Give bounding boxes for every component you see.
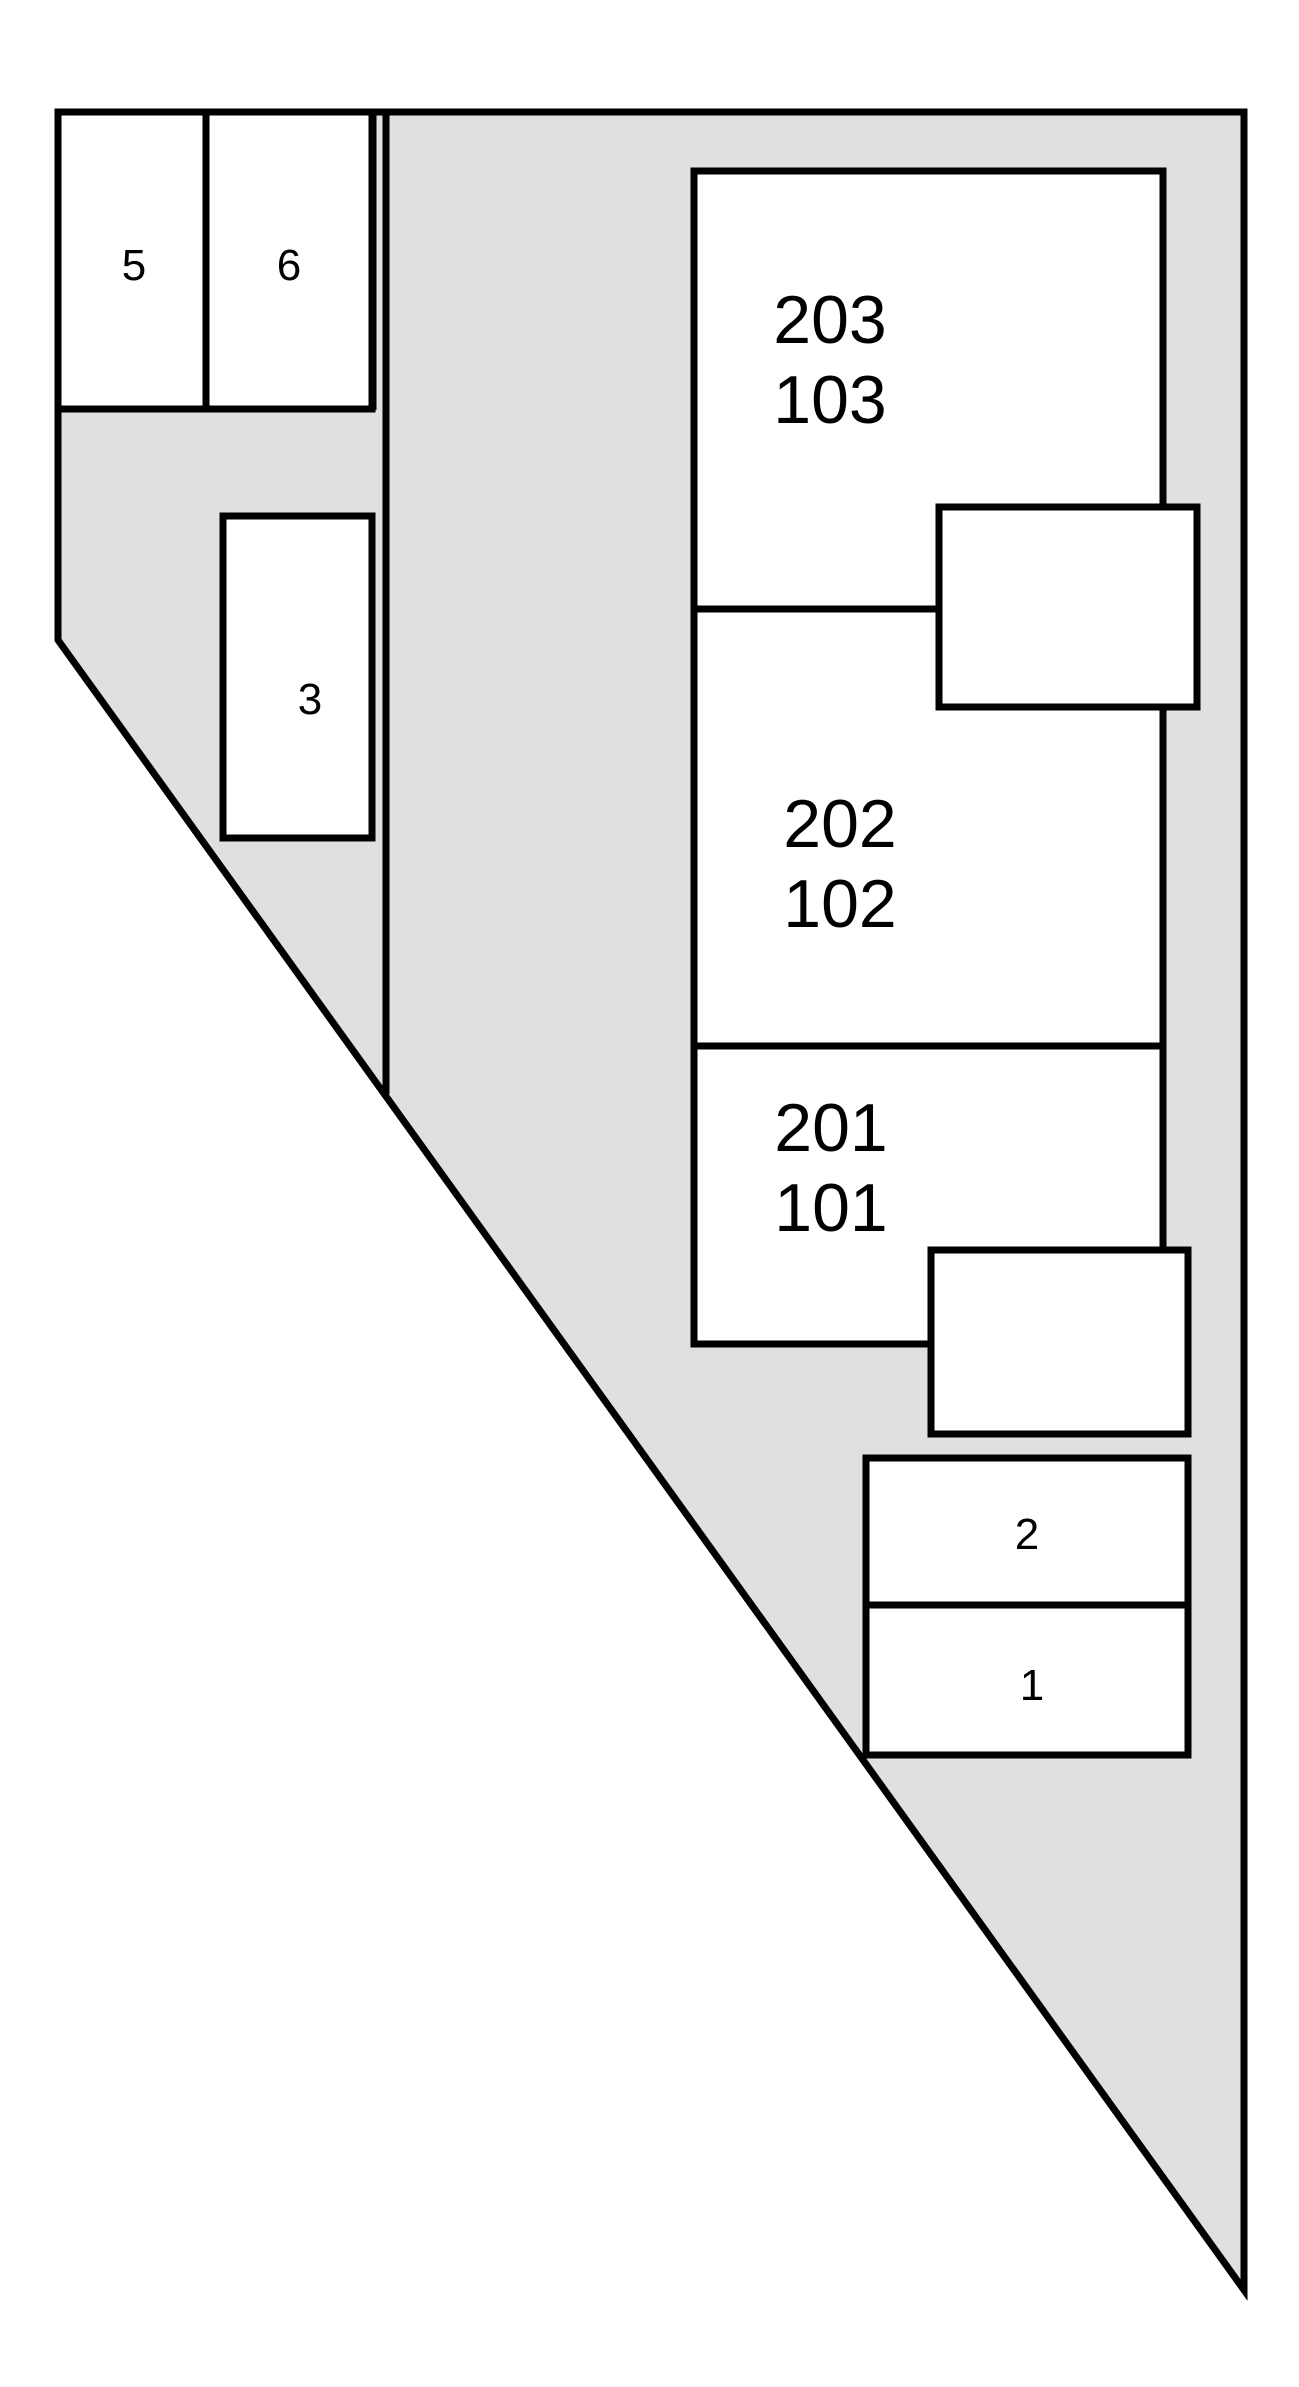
balcony-upper xyxy=(935,503,1201,711)
unit-101-label: 101 xyxy=(774,1170,887,1246)
parking-space-3 xyxy=(219,512,376,842)
parking-space-2-label: 2 xyxy=(1015,1510,1039,1559)
balcony-lower xyxy=(927,1246,1192,1438)
parking-space-6 xyxy=(202,108,376,413)
parking-space-1-label: 1 xyxy=(1020,1661,1044,1710)
parking-space-5-label: 5 xyxy=(122,241,146,290)
unit-103-label: 103 xyxy=(773,362,886,438)
parking-space-3-label: 3 xyxy=(298,675,322,724)
parking-space-5 xyxy=(54,108,210,413)
unit-202-label: 202 xyxy=(783,786,896,862)
parking-space-6-label: 6 xyxy=(277,241,301,290)
unit-201-label: 201 xyxy=(774,1090,887,1166)
parking-space-2 xyxy=(862,1454,1192,1609)
unit-203-label: 203 xyxy=(773,282,886,358)
parking-space-1 xyxy=(862,1601,1192,1759)
unit-102-label: 102 xyxy=(783,866,896,942)
